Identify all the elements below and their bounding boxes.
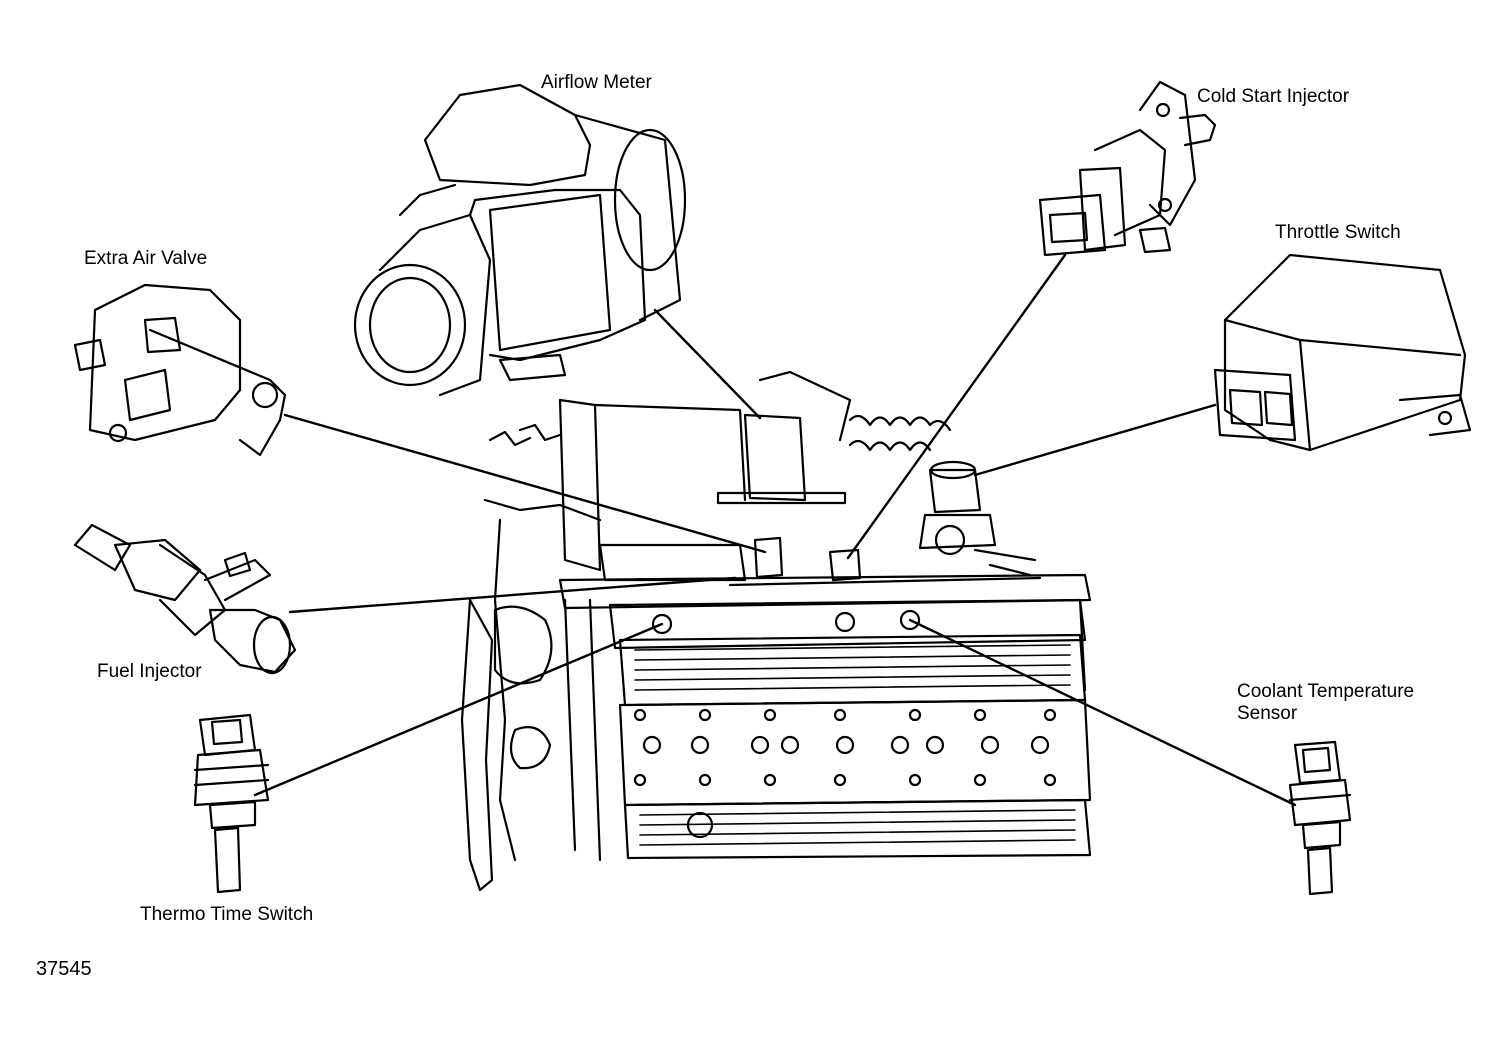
label-fuel-injector: Fuel Injector — [97, 661, 202, 682]
coolant-temperature-sensor-part — [1288, 740, 1352, 896]
cold-start-injector-part — [1038, 80, 1217, 257]
label-cold-start-injector: Cold Start Injector — [1197, 86, 1350, 107]
airflow-meter-part — [353, 83, 687, 397]
figure-number: 37545 — [36, 958, 92, 980]
head-bolts — [633, 708, 1057, 787]
label-coolant-temperature-sensor: Coolant Temperature Sensor — [1237, 681, 1414, 725]
leader-airflow-meter — [653, 308, 762, 420]
leader-coolant-temperature-sensor — [908, 618, 1297, 807]
label-throttle-switch: Throttle Switch — [1275, 222, 1401, 243]
throttle-switch-part — [1213, 253, 1472, 452]
fuel-injector-part — [73, 523, 297, 675]
label-extra-air-valve: Extra Air Valve — [84, 248, 208, 269]
leader-cold-start-injector — [846, 253, 1067, 560]
label-airflow-meter: Airflow Meter — [541, 72, 652, 93]
thermo-time-switch-part — [193, 713, 270, 894]
extra-air-valve-part — [73, 283, 287, 457]
label-coolant-temperature-sensor-line1: Coolant Temperature — [1237, 681, 1415, 702]
leader-extra-air-valve — [283, 413, 767, 554]
label-thermo-time-switch: Thermo Time Switch — [140, 904, 314, 925]
engine-block — [460, 370, 1092, 892]
leader-lines — [253, 253, 1297, 807]
leader-throttle-switch — [973, 403, 1217, 477]
label-coolant-temperature-sensor-line2: Sensor — [1237, 703, 1298, 724]
leader-fuel-injector — [288, 576, 737, 614]
leader-thermo-time-switch — [253, 622, 664, 797]
